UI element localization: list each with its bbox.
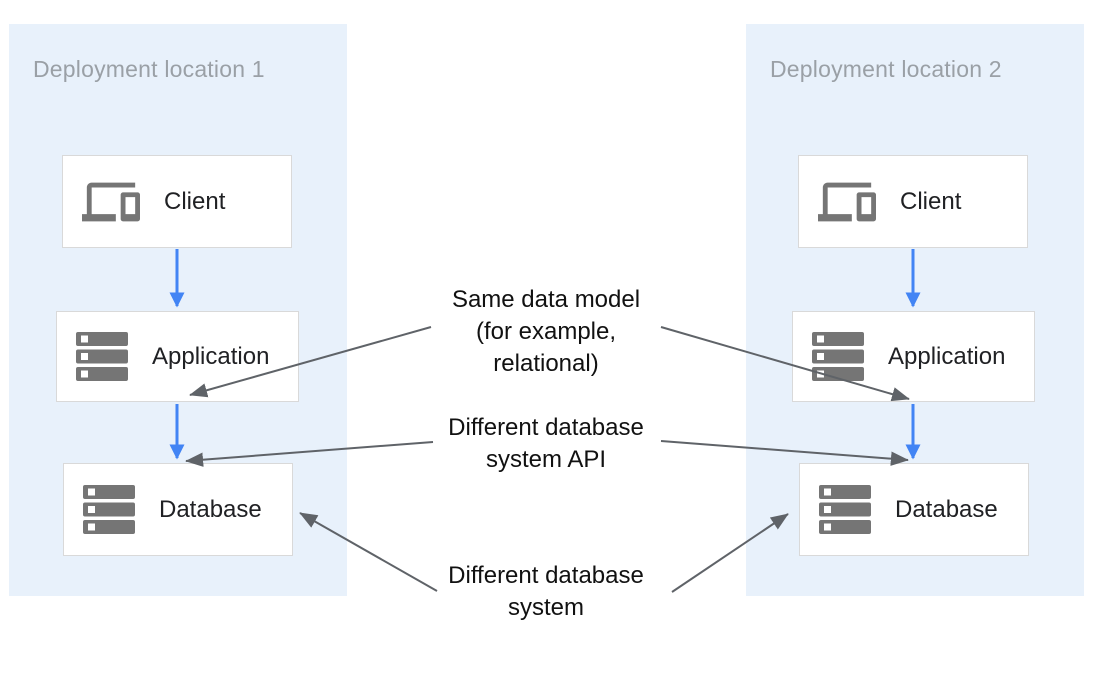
node-label: Client (900, 187, 962, 215)
annotation-line: system API (485, 446, 607, 473)
devices-icon (82, 173, 140, 231)
annotation-different-database-system-api: Different database system API (448, 412, 644, 476)
node-client-location-1: Client (62, 155, 292, 248)
node-label: Database (895, 495, 998, 523)
node-label: Database (159, 495, 262, 523)
server-stack-icon (76, 332, 128, 381)
annotation-line: (for example, (475, 318, 617, 345)
node-database-location-1: Database (63, 463, 293, 556)
server-stack-icon (819, 485, 871, 534)
annotation-line: Same data model (451, 286, 641, 313)
node-label: Application (152, 342, 270, 370)
node-application-location-1: Application (56, 311, 299, 402)
node-database-location-2: Database (799, 463, 1029, 556)
node-application-location-2: Application (792, 311, 1035, 402)
annotation-line: relational) (493, 350, 599, 377)
annotation-line: system (507, 594, 585, 621)
devices-icon (818, 173, 876, 231)
server-stack-icon (812, 332, 864, 381)
annotation-line: Different database (448, 414, 644, 441)
node-label: Application (888, 342, 1006, 370)
annotation-line: Different database (448, 562, 644, 589)
annotation-same-data-model: Same data model (for example, relational… (452, 284, 640, 380)
node-label: Client (164, 187, 226, 215)
annotation-different-database-system: Different database system (448, 560, 644, 624)
server-stack-icon (83, 485, 135, 534)
node-client-location-2: Client (798, 155, 1028, 248)
deployment-location-2-title: Deployment location 2 (770, 56, 1002, 82)
deployment-location-1-title: Deployment location 1 (33, 56, 265, 82)
